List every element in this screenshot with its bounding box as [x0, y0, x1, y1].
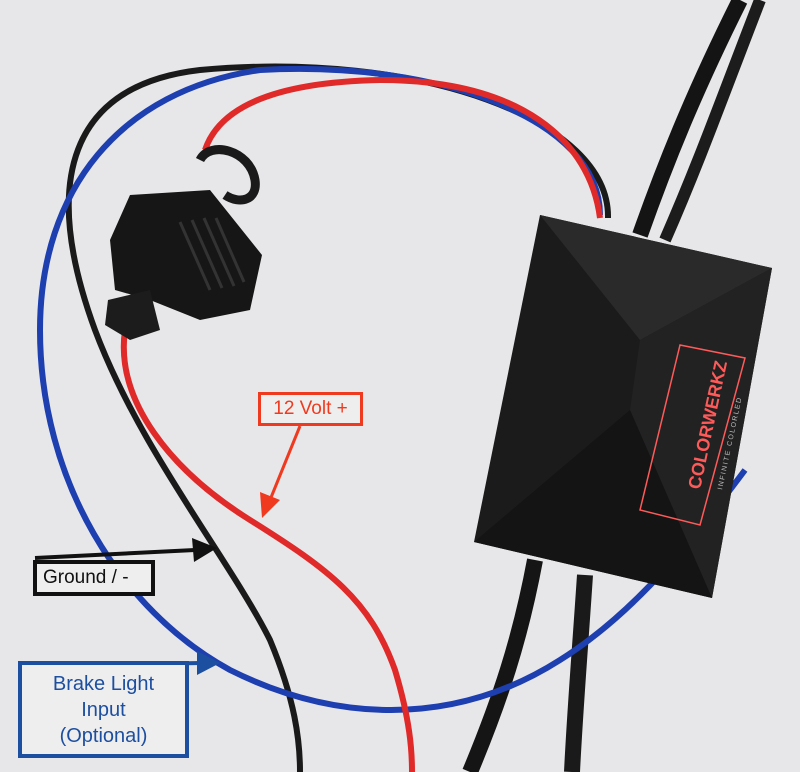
positive-label: 12 Volt +: [258, 392, 363, 426]
controller-box: COLORWERKZ INFINITE COLORLED: [474, 215, 772, 598]
power-cable-top-2: [659, 0, 766, 243]
brake-label-line-3: (Optional): [59, 725, 148, 747]
output-cable-1: [462, 558, 543, 772]
positive-wire: [202, 76, 603, 219]
brake-wire: [36, 65, 748, 713]
positive-wire-lower: [120, 329, 415, 772]
output-cable-2: [564, 574, 593, 772]
ground-label: Ground / -: [33, 560, 155, 596]
brake-label-line-1: Brake Light: [52, 673, 155, 695]
fuse-holder: [105, 145, 262, 340]
brake-label-line-2: Input: [81, 699, 126, 721]
power-cable-top: [632, 0, 748, 238]
ground-arrow: [34, 538, 217, 562]
positive-arrow: [260, 425, 302, 518]
brake-light-label: Brake Light Input (Optional): [18, 661, 189, 758]
